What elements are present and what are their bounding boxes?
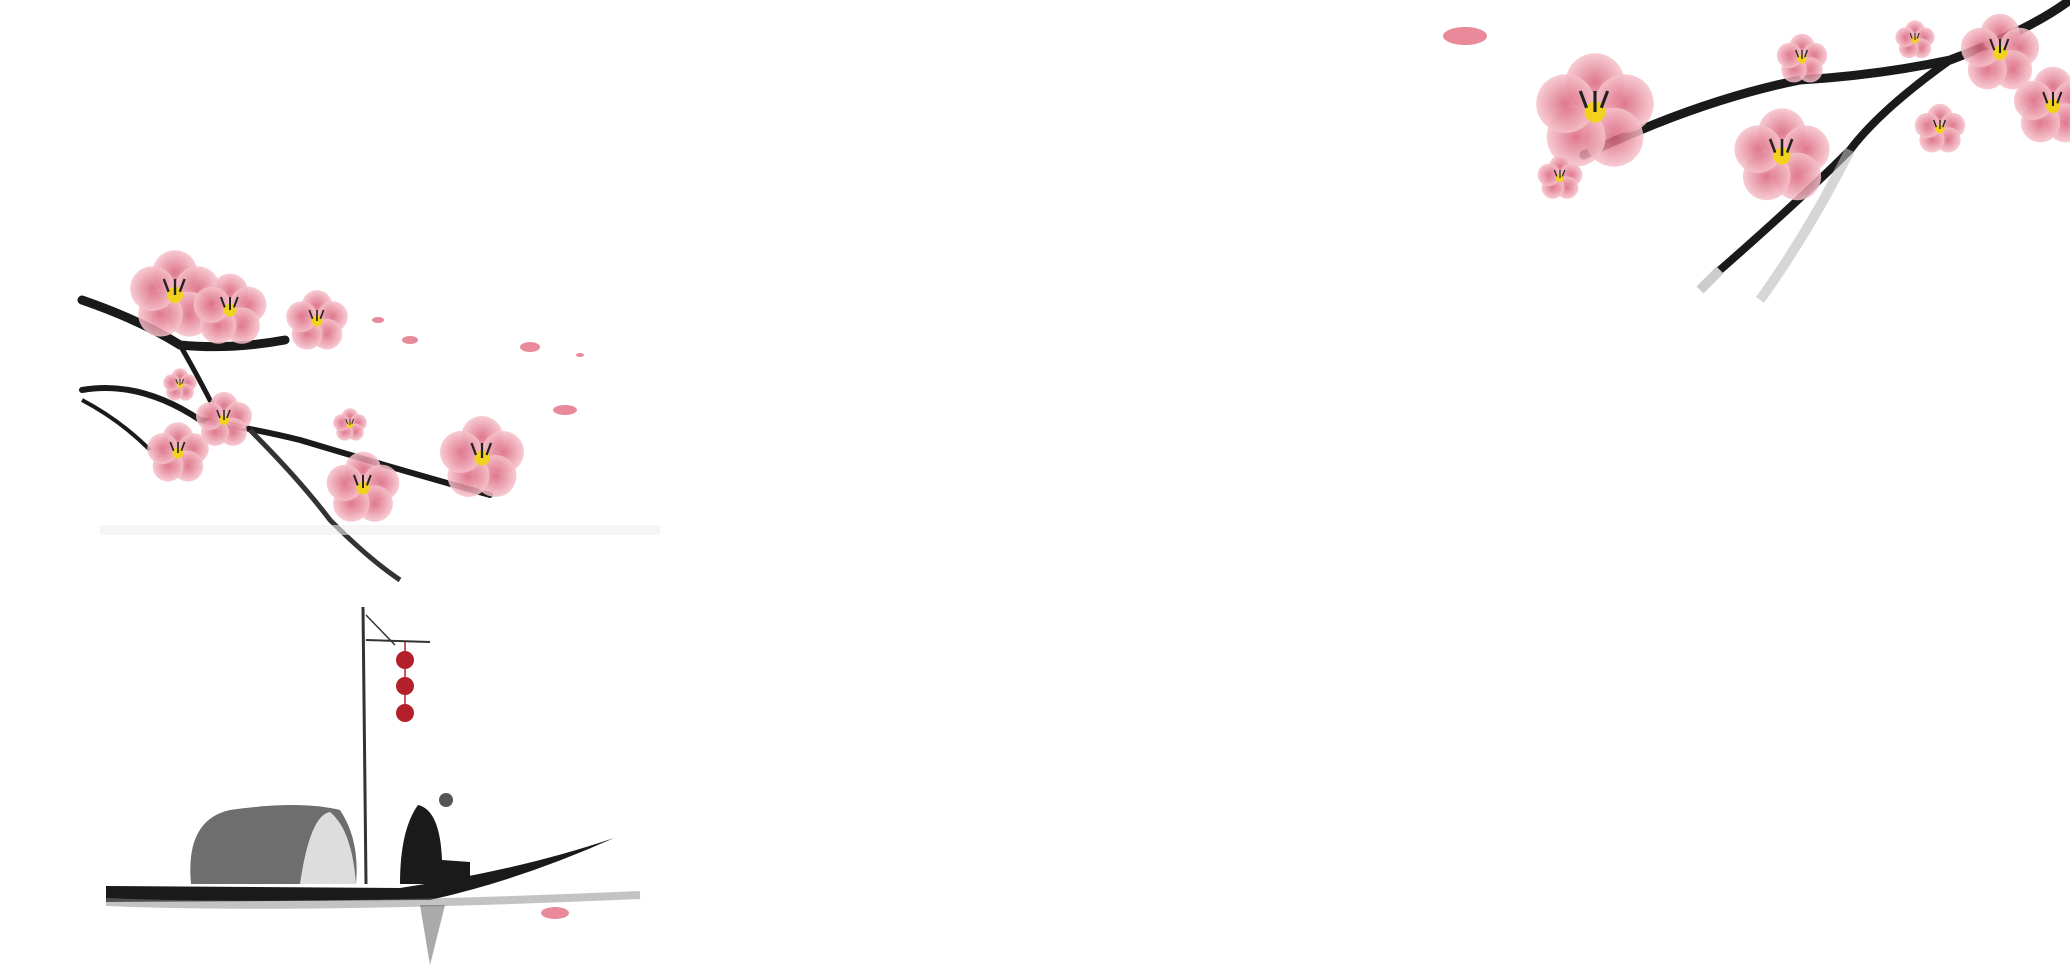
fisherman: [400, 805, 470, 884]
fishing-boat: [105, 606, 641, 965]
left-blossoms: [128, 248, 526, 523]
falling-petals: [372, 27, 1487, 919]
red-lanterns: [396, 642, 414, 722]
left-plum-branch: [77, 295, 660, 583]
right-blossoms: [1534, 12, 2070, 202]
